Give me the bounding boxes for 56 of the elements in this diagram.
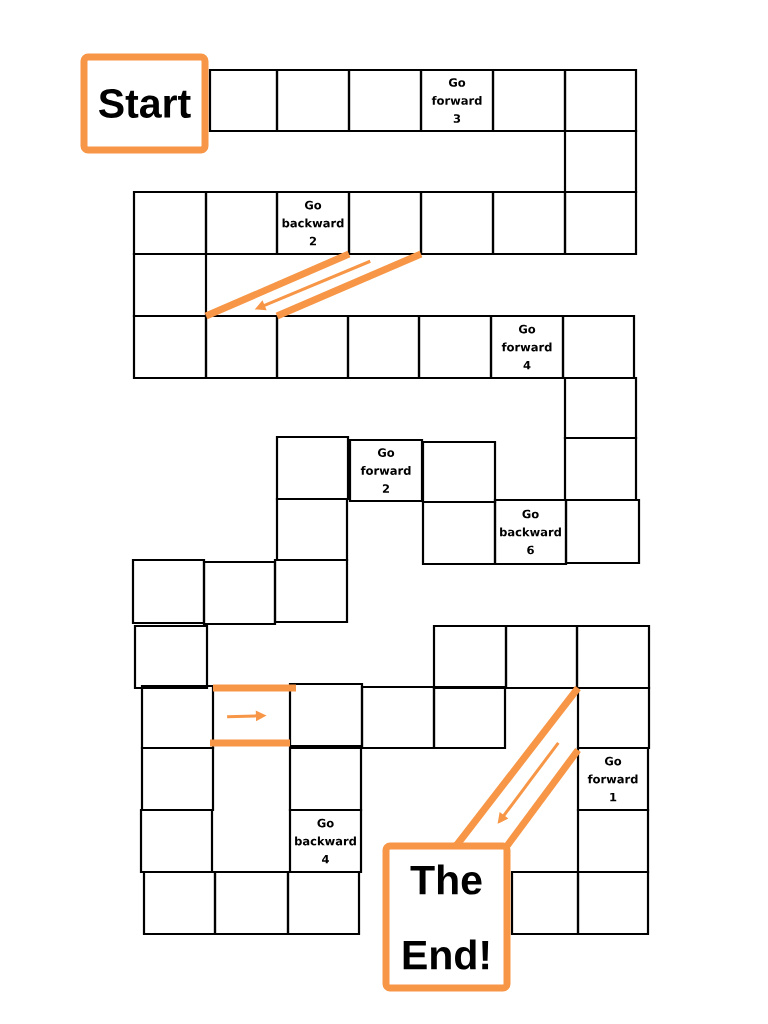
board-square <box>561 314 636 380</box>
board-square <box>275 435 350 501</box>
board-square: Go forward 4 <box>489 314 565 380</box>
board-square <box>133 624 209 690</box>
board-square <box>213 870 290 936</box>
board-square <box>510 870 580 936</box>
board-square <box>564 498 641 565</box>
board-square <box>417 314 493 380</box>
board-square: Go forward 3 <box>419 68 495 133</box>
board-square <box>286 870 361 936</box>
board-square <box>288 682 364 748</box>
board-square <box>204 314 279 380</box>
board-square <box>273 558 349 624</box>
board-square <box>288 746 363 812</box>
board-square <box>421 440 497 504</box>
start-box: Start <box>80 53 209 154</box>
board-square <box>491 68 567 133</box>
board-square <box>504 624 579 690</box>
board-square <box>139 808 214 874</box>
board-square: Go forward 1 <box>576 746 650 812</box>
board-square <box>576 686 651 750</box>
board-square <box>432 624 508 690</box>
board-square <box>421 500 497 566</box>
board-square <box>563 436 638 502</box>
board-square <box>132 314 208 380</box>
board-square <box>563 68 638 133</box>
board-square <box>208 68 279 133</box>
board-square <box>575 624 651 690</box>
board-square: Go backward 6 <box>493 498 568 566</box>
board-square: Go forward 2 <box>348 438 424 503</box>
board-square <box>275 68 351 133</box>
board-square <box>132 190 208 256</box>
board-square <box>347 68 423 133</box>
board-square <box>419 190 495 256</box>
board-square: Go backward 2 <box>275 190 351 256</box>
board-square: Go backward 4 <box>288 808 363 874</box>
board-square <box>204 190 279 256</box>
board-square <box>202 560 277 626</box>
board-square <box>131 558 206 625</box>
board-square <box>346 314 421 380</box>
board-square <box>576 808 650 874</box>
finish-box: The End! <box>382 842 511 992</box>
board-square <box>491 190 567 256</box>
board-square <box>132 252 208 318</box>
board-square <box>347 190 423 256</box>
board-square <box>576 870 650 936</box>
board-square <box>142 870 217 936</box>
board-square <box>275 497 349 562</box>
board-square <box>563 376 638 440</box>
board-square <box>140 746 215 812</box>
board-square <box>275 314 350 380</box>
board-square <box>140 684 215 750</box>
board-square <box>563 190 638 256</box>
board-square <box>432 685 507 750</box>
board-square <box>360 685 436 750</box>
board-square <box>563 129 638 194</box>
